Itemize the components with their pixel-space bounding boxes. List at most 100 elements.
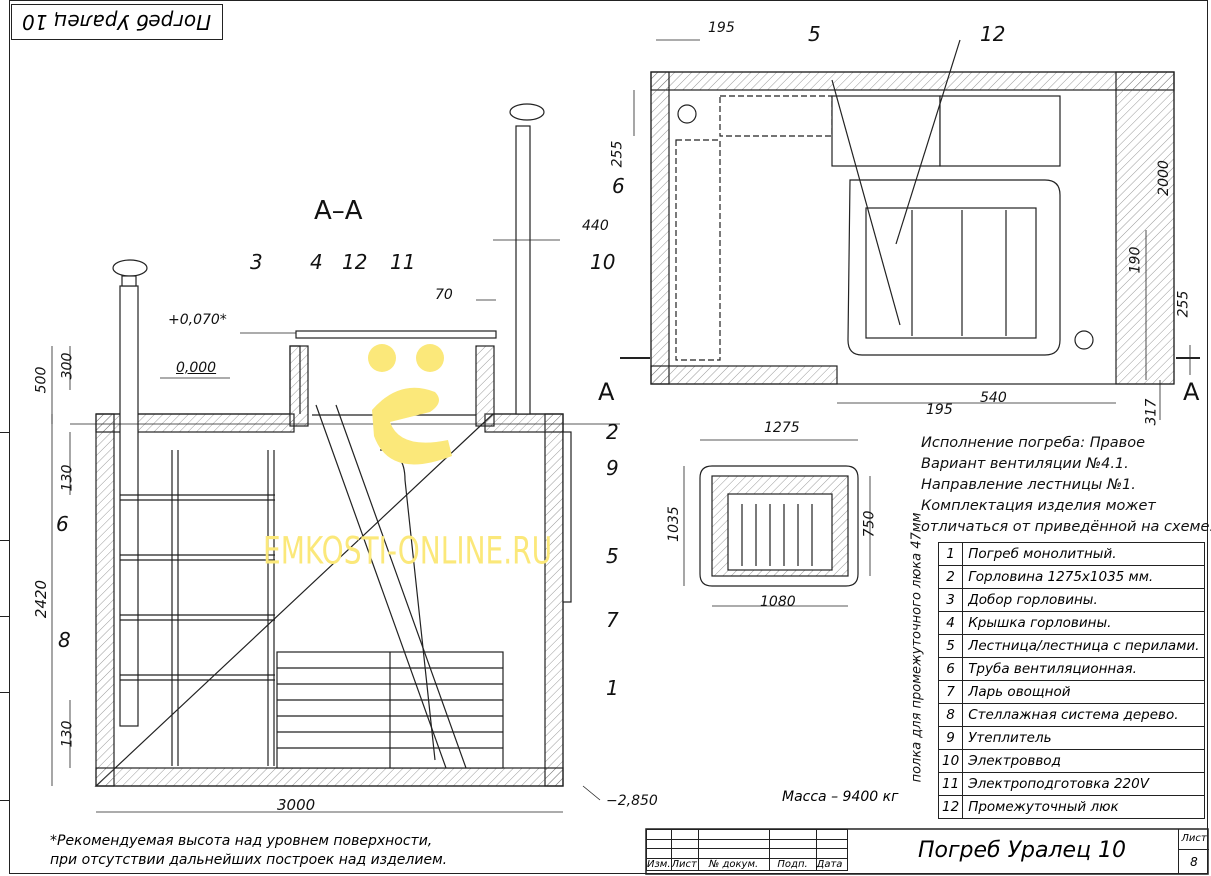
plan-vent-right — [1074, 330, 1094, 350]
legend-num: 1 — [937, 542, 964, 566]
titleblock-title: Погреб Уралец 10 — [918, 838, 1127, 863]
legend-num: 3 — [937, 588, 964, 612]
mass-label: Масса – 9400 кг — [782, 789, 899, 805]
margin-mark — [0, 616, 9, 617]
callout-4: 4 — [310, 250, 323, 274]
legend-text: Электроподготовка 220V — [962, 772, 1206, 796]
drawing-frame — [9, 0, 1208, 874]
dim-255-right: 255 — [1175, 290, 1192, 318]
roof-slab-right — [484, 413, 564, 433]
legend-num: 6 — [937, 657, 964, 681]
dim-2000: 2000 — [1155, 160, 1172, 196]
plan-view — [650, 39, 1175, 385]
footnote: *Рекомендуемая высота над уровнем поверх… — [50, 832, 447, 870]
dim-500: 500 — [33, 366, 50, 394]
watermark-text: EMKOSTI-ONLINE.RU — [263, 528, 553, 573]
titleblock-frame — [645, 828, 1209, 875]
callout-8: 8 — [58, 628, 71, 652]
legend-text: Утеплитель — [962, 726, 1206, 750]
titleblock-grid: Изм. Лист № докум. Подп. Дата — [646, 829, 848, 871]
shelf-note: полка для промежуточного люка 47мм — [909, 512, 925, 783]
footnote-line: *Рекомендуемая высота над уровнем поверх… — [50, 833, 433, 849]
margin-mark — [0, 692, 9, 693]
legend-num: 11 — [937, 772, 964, 796]
tb-col-izm: Изм. — [646, 857, 672, 871]
vent-pipe-right — [515, 125, 531, 415]
watermark-logo-icon — [368, 344, 452, 465]
plan-vent-left — [677, 104, 697, 124]
top-stamp: Погреб Уралец 10 — [11, 4, 223, 40]
legend-text: Труба вентиляционная. — [962, 657, 1206, 681]
dim-540: 540 — [980, 390, 1007, 406]
tb-col-sign: Подп. — [768, 857, 817, 871]
dim-3000: 3000 — [277, 796, 316, 814]
margin-mark — [0, 800, 9, 801]
legend-num: 5 — [937, 634, 964, 658]
sheet-number: 8 — [1190, 855, 1198, 869]
dim-300: 300 — [59, 352, 76, 380]
right-wall — [544, 413, 564, 787]
section-dimensions — [51, 239, 601, 813]
sheet-label: Лист — [1179, 829, 1209, 850]
level-zero: 0,000 — [176, 360, 217, 376]
neck-wall-right — [475, 345, 495, 427]
legend-num: 2 — [937, 565, 964, 589]
callout-9: 9 — [606, 456, 619, 480]
legend-text: Стеллажная система дерево. — [962, 703, 1206, 727]
neck-wall-left — [289, 345, 309, 427]
legend-text: Крышка горловины. — [962, 611, 1206, 635]
plan-callout-5: 5 — [808, 22, 821, 46]
tb-col-list: Лист — [670, 857, 699, 871]
legend-num: 9 — [937, 726, 964, 750]
callout-1: 1 — [606, 676, 619, 700]
legend-num: 7 — [937, 680, 964, 704]
legend-text: Лестница/лестница с перилами. — [962, 634, 1206, 658]
section-view — [70, 103, 620, 787]
dim-2420: 2420 — [32, 579, 51, 619]
margin-mark — [0, 540, 9, 541]
dim-130-top: 130 — [59, 464, 76, 492]
legend-text: Электроввод — [962, 749, 1206, 773]
note-line: Направление лестницы №1. — [921, 477, 1136, 493]
plan-callout-6: 6 — [612, 174, 625, 198]
hatch-lid — [295, 330, 497, 339]
margin-mark — [0, 432, 9, 433]
dim-130-bottom: 130 — [59, 720, 76, 748]
dim-1035: 1035 — [665, 506, 682, 542]
vegetable-bin — [276, 651, 504, 769]
titleblock-sheet: Лист 8 — [1178, 829, 1209, 874]
note-line: Вариант вентиляции №4.1. — [921, 456, 1129, 472]
legend-text: Промежуточный люк — [962, 795, 1206, 819]
callout-7: 7 — [606, 608, 619, 632]
hatch-detail — [699, 465, 859, 587]
callout-2: 2 — [606, 420, 619, 444]
note-line: отличаться от приведённой на схеме. — [921, 519, 1211, 535]
plan-dimensions — [620, 39, 1200, 420]
legend-num: 10 — [937, 749, 964, 773]
dim-195-top: 195 — [708, 20, 735, 36]
floor-slab — [95, 767, 564, 787]
footnote-line: при отсутствии дальнейших построек над и… — [50, 852, 448, 868]
note-line: Исполнение погреба: Правое — [921, 435, 1146, 451]
callout-3: 3 — [250, 250, 263, 274]
dim-70: 70 — [435, 287, 453, 303]
dim-440: 440 — [582, 218, 609, 234]
hatch-dimensions — [683, 439, 871, 607]
dim-317: 317 — [1143, 398, 1160, 426]
legend-num: 4 — [937, 611, 964, 635]
plan-callout-12: 12 — [980, 22, 1006, 46]
callout-5: 5 — [606, 544, 619, 568]
